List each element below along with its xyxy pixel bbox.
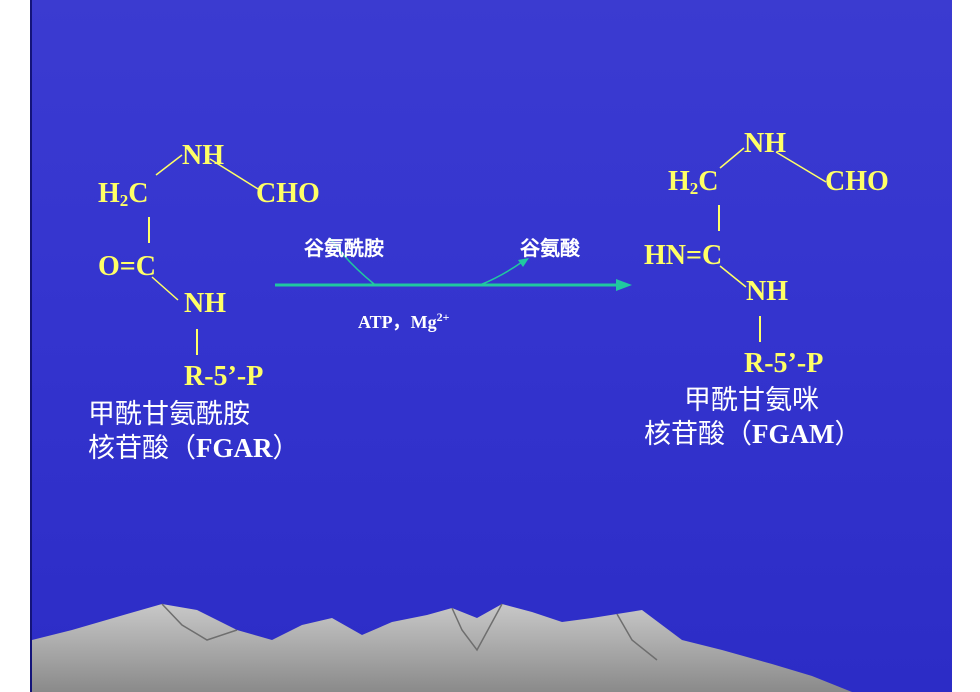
right-nh-top: NH	[744, 128, 786, 159]
right-cho: CHO	[825, 166, 889, 197]
left-name-close: ）	[272, 432, 300, 464]
left-bond-c-nh	[151, 276, 179, 301]
cond-sup: 2+	[436, 310, 450, 324]
right-name-close: ）	[834, 418, 862, 450]
right-bond-vertical-2	[759, 316, 761, 342]
left-h2c: H2C	[98, 178, 149, 210]
left-nh-top: NH	[182, 140, 224, 171]
right-h2c-h: H	[668, 166, 690, 197]
right-nh-bottom: NH	[746, 276, 788, 307]
slide: NH H2C CHO O=C NH R-5’-P 甲酰甘氨酰胺 核苷酸（FGAR…	[32, 0, 952, 692]
mountain-range	[32, 604, 852, 692]
left-name-line1: 甲酰甘氨酰胺	[88, 399, 250, 430]
mountains-decoration	[32, 603, 852, 692]
right-bond-nh-cho	[775, 151, 827, 183]
left-bond-h2c-nh	[155, 154, 183, 176]
right-bond-h2c-nh	[719, 147, 745, 169]
product-out-arrow-head	[518, 258, 529, 267]
left-h2c-h: H	[98, 178, 120, 209]
left-h2c-sub: 2	[119, 191, 129, 210]
product-out-curve	[479, 261, 523, 286]
left-oc: O=C	[98, 251, 156, 282]
right-r5p: R-5’-P	[744, 348, 824, 379]
left-name: 甲酰甘氨酰胺 核苷酸（FGAR）	[88, 398, 300, 466]
left-h2c-c: C	[128, 178, 149, 209]
left-nh-bottom: NH	[184, 288, 226, 319]
right-hnc: HN=C	[644, 240, 723, 271]
right-bond-vertical-1	[718, 205, 720, 231]
product-out-label: 谷氨酸	[520, 236, 580, 260]
mountain-ridge	[161, 603, 238, 641]
reaction-conditions: ATP，Mg2+	[358, 308, 450, 334]
reaction-arrow-head	[616, 279, 632, 291]
left-r5p: R-5’-P	[184, 361, 264, 392]
mountain-ridge-2	[451, 603, 503, 652]
right-h2c-c: C	[698, 166, 719, 197]
right-name: 甲酰甘氨咪 核苷酸（FGAM）	[644, 384, 861, 452]
right-name-line2-cn: 核苷酸（	[644, 418, 752, 450]
right-h2c-sub: 2	[689, 179, 699, 198]
diagram-lines	[151, 147, 827, 301]
left-bond-nh-cho	[209, 158, 259, 190]
right-h2c: H2C	[668, 166, 719, 198]
reactant-in-curve	[329, 237, 375, 285]
slide-left-edge	[30, 0, 33, 692]
reactant-in-label: 谷氨酰胺	[304, 236, 384, 260]
cond-text: ATP，Mg	[358, 312, 437, 332]
mountain-ridge-3	[616, 613, 658, 661]
left-bond-vertical-1	[148, 217, 150, 243]
left-bond-vertical-2	[196, 329, 198, 355]
right-name-line1: 甲酰甘氨咪	[684, 385, 819, 416]
right-name-line2: 核苷酸（FGAM）	[644, 418, 861, 452]
right-name-abbr: FGAM	[752, 418, 835, 449]
right-bond-c-nh	[719, 265, 747, 288]
left-name-line2: 核苷酸（FGAR）	[88, 432, 300, 466]
left-name-line2-cn: 核苷酸（	[88, 432, 196, 464]
left-cho: CHO	[256, 178, 320, 209]
left-name-abbr: FGAR	[196, 432, 273, 463]
